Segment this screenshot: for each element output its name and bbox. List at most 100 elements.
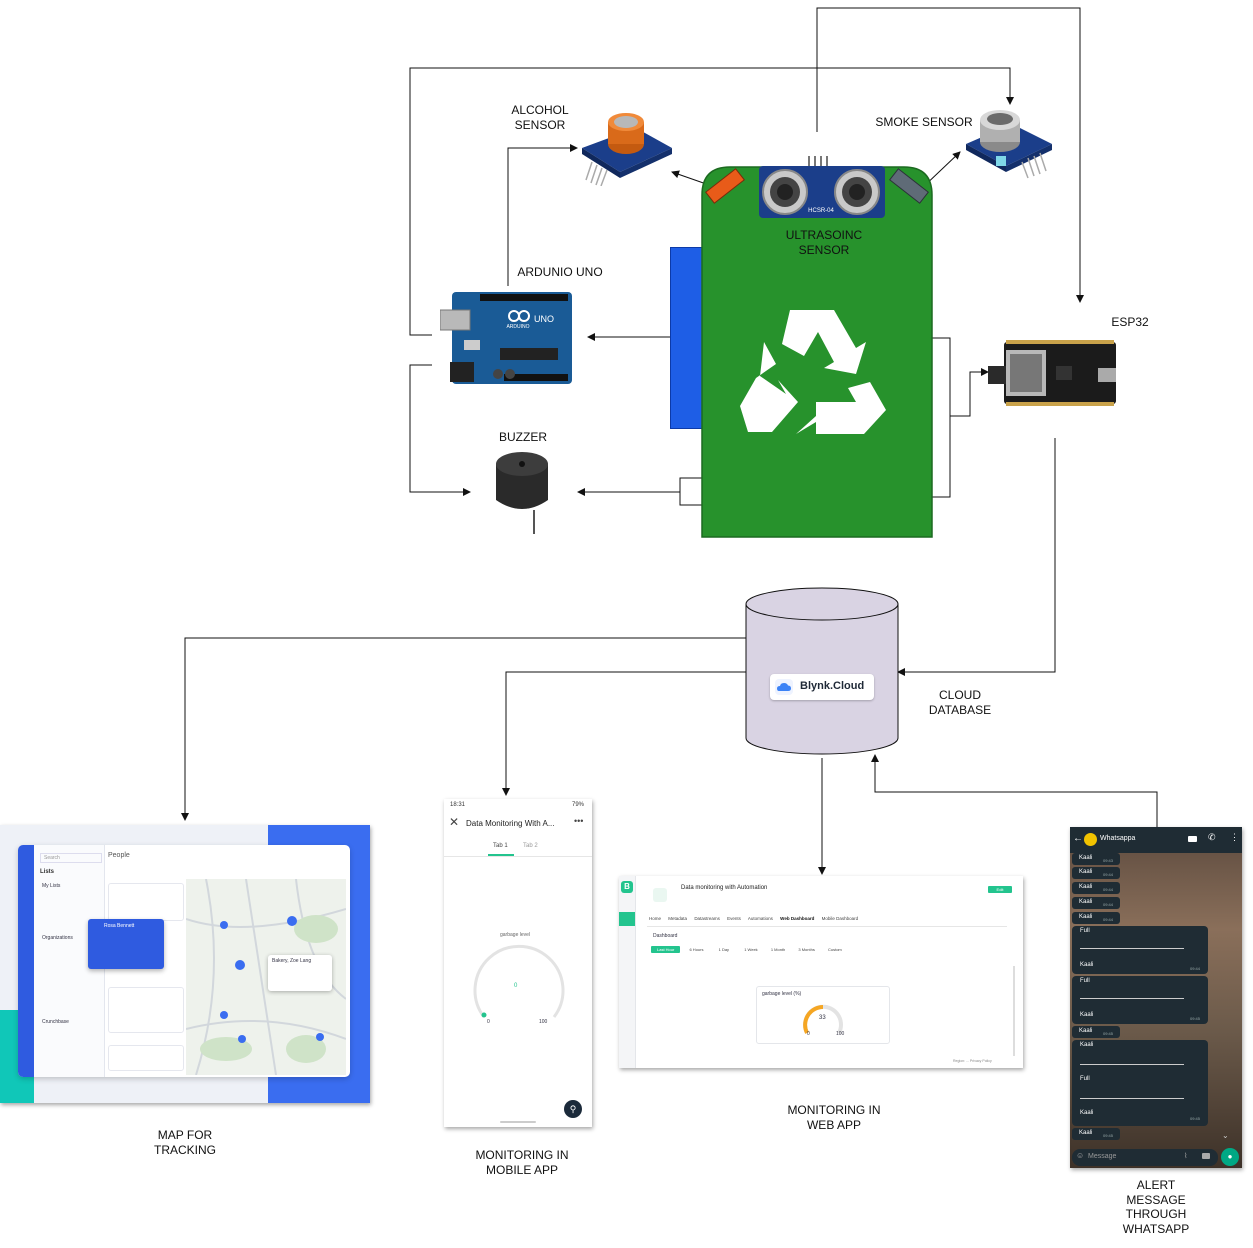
- avatar[interactable]: [1084, 833, 1097, 846]
- alert-full-text: Full: [1080, 978, 1090, 984]
- map-organizations[interactable]: Organizations: [42, 935, 73, 941]
- mobile-wrench-button[interactable]: ⚲: [564, 1100, 582, 1118]
- web-scrollbar[interactable]: [1013, 966, 1015, 1056]
- label-arduino: ARDUNIO UNO: [517, 265, 603, 279]
- list-item[interactable]: [108, 987, 184, 1033]
- range-1-week[interactable]: 1 Week: [744, 947, 758, 952]
- mobile-app-title: Data Monitoring With A...: [466, 819, 555, 828]
- video-call-icon[interactable]: [1188, 836, 1197, 842]
- map-roads: [185, 878, 347, 1076]
- mobile-gauge: [473, 944, 565, 1018]
- emoji-icon[interactable]: ☺: [1076, 1151, 1085, 1160]
- range-1-month[interactable]: 1 Month: [770, 947, 786, 952]
- web-nav-divider: [647, 926, 1007, 927]
- nav-mobile-dashboard[interactable]: Mobile Dashboard: [821, 916, 859, 921]
- camera-icon[interactable]: [1202, 1153, 1210, 1159]
- nav-automations[interactable]: Automations: [747, 916, 773, 921]
- buzzer: [496, 452, 548, 534]
- message-line: [1080, 948, 1184, 949]
- msg-sender: Kaali: [1079, 884, 1093, 890]
- msg-sender: Kaali: [1080, 962, 1094, 968]
- whatsapp-chat-title[interactable]: Whatsappa: [1100, 835, 1136, 842]
- range-6-hours[interactable]: 6 Hours: [689, 947, 704, 952]
- map-selected-card[interactable]: Rosa Bennett: [88, 919, 164, 969]
- tab-1[interactable]: Tab 1: [493, 843, 508, 849]
- range-3-months[interactable]: 3 Months: [798, 947, 815, 952]
- nav-home[interactable]: Home: [649, 916, 662, 921]
- web-gauge-min: 0: [807, 1031, 810, 1037]
- msg-time: 09:44: [1103, 872, 1114, 877]
- smoke-sensor: [966, 110, 1052, 179]
- mic-button[interactable]: ●: [1221, 1148, 1239, 1166]
- web-gauge: [803, 1004, 843, 1034]
- map-app-window: Search Lists My Lists Organizations Crun…: [18, 845, 350, 1077]
- back-arrow-icon[interactable]: ←: [1073, 833, 1083, 844]
- ultrasonic-sensor: HCSR-04: [759, 156, 885, 218]
- msg-time: 09:45: [1190, 1116, 1201, 1121]
- web-edit-button[interactable]: Edit: [988, 886, 1012, 893]
- msg-time: 09:45: [1103, 1133, 1114, 1138]
- mobile-gauge-value: 0: [514, 983, 518, 989]
- wire-cloud-mobile: [502, 671, 746, 796]
- mobile-more-icon[interactable]: •••: [574, 816, 584, 826]
- nav-metadata[interactable]: Metadata: [668, 916, 688, 921]
- arduino-uno-board: UNO ARDUINO: [440, 292, 572, 384]
- list-item[interactable]: [108, 883, 184, 921]
- map-canvas[interactable]: Bakery, Zoe Lang: [185, 878, 347, 1076]
- blynk-logo-icon: B: [621, 881, 633, 893]
- web-device-icon: [653, 888, 667, 902]
- web-nav: Home Metadata Datastreams Events Automat…: [649, 916, 858, 924]
- nav-events[interactable]: Events: [727, 916, 741, 921]
- whatsapp-input-bar[interactable]: ☺ Message ⌇: [1072, 1149, 1218, 1166]
- web-sidebar-active[interactable]: [619, 912, 635, 926]
- range-last-hour[interactable]: Last Hour: [651, 946, 681, 953]
- tab-2[interactable]: Tab 2: [523, 843, 538, 849]
- message-input[interactable]: Message: [1088, 1153, 1117, 1160]
- message-line: [1080, 1064, 1184, 1065]
- smart-bin: [701, 166, 933, 538]
- active-tab-indicator: [488, 854, 514, 856]
- popup-place-text: Bakery, Zoe Lang: [272, 958, 312, 964]
- msg-time: 09:45: [1190, 1016, 1201, 1021]
- alert-message-bubble: Full Kaali 09:44: [1072, 926, 1208, 974]
- web-gauge-value: 33: [819, 1015, 826, 1021]
- phone-icon[interactable]: ✆: [1208, 832, 1216, 842]
- nav-datastreams[interactable]: Datastreams: [694, 916, 720, 921]
- range-custom[interactable]: Custom: [827, 947, 842, 952]
- nav-web-dashboard[interactable]: Web Dashboard: [780, 916, 815, 921]
- attach-icon[interactable]: ⌇: [1184, 1153, 1188, 1160]
- map-search-input[interactable]: Search: [40, 853, 102, 863]
- cloud-icon: [775, 679, 793, 695]
- message-bubble: Kaali 09:44: [1072, 867, 1120, 879]
- wire-bin-buzzer: [679, 477, 702, 506]
- map-place-popup[interactable]: Bakery, Zoe Lang: [268, 955, 332, 991]
- wire-ultrasonic-esp32: [816, 7, 1084, 303]
- list-item[interactable]: [108, 1045, 184, 1071]
- wire-bin-esp32: [930, 337, 951, 498]
- msg-time: 09:45: [1103, 1031, 1114, 1036]
- menu-icon[interactable]: ⋮: [1230, 832, 1239, 842]
- map-my-lists[interactable]: My Lists: [42, 883, 61, 889]
- mobile-gauge-label: garbage level: [500, 932, 531, 938]
- message-line: [1080, 998, 1184, 999]
- msg-time: 09:44: [1103, 902, 1114, 907]
- web-app-title: Data monitoring with Automation: [681, 885, 768, 891]
- alert-message-bubble: Kaali Full Kaali 09:45: [1072, 1040, 1208, 1126]
- web-gauge-label: garbage level (%): [762, 991, 802, 997]
- web-app-screenshot: B Data monitoring with Automation Edit H…: [619, 876, 1023, 1068]
- msg-sender: Kaali: [1079, 869, 1093, 875]
- map-crunchbase[interactable]: Crunchbase: [42, 1019, 69, 1025]
- mobile-close-icon[interactable]: ✕: [449, 815, 460, 829]
- range-1-day[interactable]: 1 Day: [718, 947, 730, 952]
- scroll-down-icon[interactable]: ⌄: [1222, 1131, 1229, 1140]
- alert-full-text: Full: [1080, 928, 1090, 934]
